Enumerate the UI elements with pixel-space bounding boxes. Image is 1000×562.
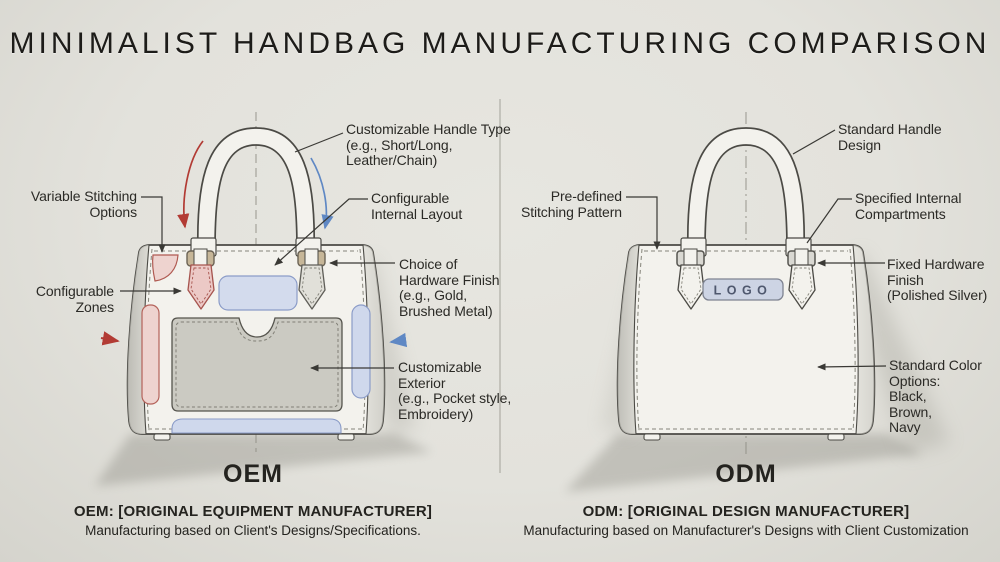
leader-internal-compartments — [806, 198, 852, 244]
annotation-handle-type: Customizable Handle Type (e.g., Short/Lo… — [346, 121, 511, 169]
odm-label: ODM — [715, 460, 777, 488]
leader-stitching-pattern — [626, 196, 661, 250]
leader-handle-type — [294, 132, 344, 153]
red-side-arrow — [100, 331, 120, 346]
annotation-exterior: Customizable Exterior (e.g., Pocket styl… — [398, 359, 512, 422]
annotation-fixed-hardware: Fixed Hardware Finish (Polished Silver) — [887, 256, 988, 304]
odm-caption-block: ODM ODM: [ORIGINAL DESIGN MANUFACTURER] … — [508, 461, 984, 538]
odm-strap-right — [785, 237, 816, 310]
oem-tab-right — [298, 264, 326, 310]
odm-logo-plate — [702, 278, 784, 301]
oem-heading: OEM: [ORIGINAL EQUIPMENT MANUFACTURER] — [73, 503, 433, 520]
annotation-stitching-pattern: Pre-defined Stitching Pattern — [520, 188, 622, 220]
odm-strap-left — [676, 237, 707, 310]
leader-variable-stitching — [141, 196, 166, 253]
leader-color-options — [817, 363, 887, 371]
odm-body — [616, 244, 876, 435]
oem-caption-block: OEM OEM: [ORIGINAL EQUIPMENT MANUFACTURE… — [28, 461, 478, 538]
oem-bag-illustration — [100, 112, 408, 452]
oem-zone-stitching-corner — [152, 254, 179, 282]
leader-internal-layout — [274, 198, 368, 266]
blue-curved-arrow — [310, 157, 334, 230]
annotation-variable-stitching: Variable Stitching Options — [30, 188, 137, 220]
oem-strap-right — [295, 237, 326, 310]
oem-exterior-pocket — [171, 317, 343, 412]
oem-subheading: Manufacturing based on Client's Designs/… — [85, 523, 421, 538]
oem-strap-left — [186, 237, 217, 310]
annotation-internal-compartments: Specified Internal Compartments — [855, 190, 962, 222]
oem-zone-side-left — [141, 304, 160, 405]
annotation-internal-layout: Configurable Internal Layout — [371, 190, 463, 222]
annotation-leader-lines — [120, 129, 887, 372]
oem-tab-left-red — [187, 264, 215, 310]
odm-tab-left — [677, 264, 705, 310]
leader-handle-design — [792, 129, 836, 155]
odm-tab-right — [788, 264, 816, 310]
annotation-hardware-choice: Choice of Hardware Finish (e.g., Gold, B… — [399, 256, 500, 319]
oem-zone-side-right — [351, 304, 371, 399]
annotation-configurable-zones: Configurable Zones — [35, 283, 114, 315]
blue-side-arrow — [389, 332, 408, 348]
oem-zone-internal-layout — [218, 275, 298, 311]
odm-heading: ODM: [ORIGINAL DESIGN MANUFACTURER] — [582, 503, 910, 520]
page-title: MINIMALIST HANDBAG MANUFACTURING COMPARI… — [9, 27, 991, 60]
odm-logo-text: LOGO — [714, 284, 773, 298]
odm-bag-illustration: LOGO — [616, 112, 876, 458]
oem-zone-bottom — [171, 418, 342, 434]
odm-subheading: Manufacturing based on Manufacturer's De… — [523, 523, 969, 538]
oem-label: OEM — [223, 460, 283, 488]
red-curved-arrow — [177, 140, 204, 229]
annotation-color-options: Standard Color Options: Black, Brown, Na… — [889, 357, 982, 436]
annotation-handle-design: Standard Handle Design — [838, 121, 942, 153]
